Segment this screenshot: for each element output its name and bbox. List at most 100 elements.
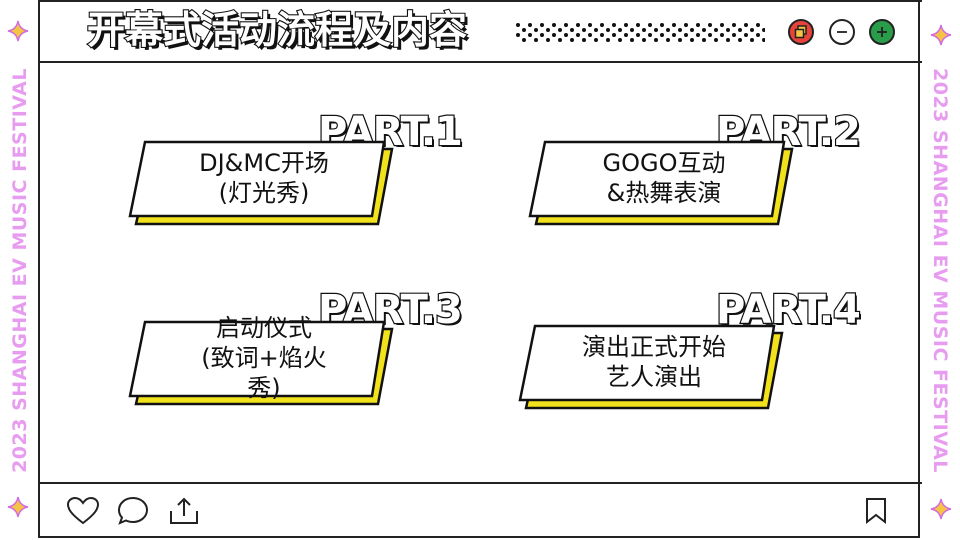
pattern-dot	[540, 23, 544, 27]
pattern-dot	[570, 38, 574, 42]
pattern-dot	[588, 33, 592, 37]
pattern-dot	[594, 38, 598, 42]
pattern-dot	[744, 23, 748, 27]
part-1-card: DJ&MC开场 (灯光秀)	[128, 140, 398, 226]
pattern-dot	[546, 28, 550, 32]
side-caption-right-text: 2023 SHANGHAI EV MUSIC FESTIVAL	[929, 67, 951, 473]
pattern-dot	[564, 33, 568, 37]
part-4-card: 演出正式开始 艺人演出	[518, 324, 788, 410]
pattern-dot	[528, 23, 532, 27]
pattern-dot	[690, 38, 694, 42]
add-button[interactable]	[869, 19, 895, 45]
sparkle-icon	[930, 24, 952, 46]
pattern-dot	[702, 38, 706, 42]
pattern-dot	[660, 23, 664, 27]
pattern-dot	[522, 38, 526, 42]
minimize-button[interactable]	[829, 19, 855, 45]
pattern-dot	[684, 23, 688, 27]
pattern-dot	[666, 38, 670, 42]
comment-icon[interactable]	[117, 496, 149, 526]
part-1-text: DJ&MC开场 (灯光秀)	[199, 149, 329, 207]
pattern-dot	[744, 33, 748, 37]
pattern-dot	[660, 33, 664, 37]
share-icon[interactable]	[168, 496, 200, 526]
pattern-dot	[678, 28, 682, 32]
pattern-dot	[558, 38, 562, 42]
pattern-dot	[630, 28, 634, 32]
pattern-dot	[612, 23, 616, 27]
pattern-dot	[516, 23, 520, 27]
pattern-dot	[618, 38, 622, 42]
pattern-dot	[732, 23, 736, 27]
part-3-text: 启动仪式 (致词+焰火 秀)	[201, 314, 327, 402]
pattern-dot	[636, 33, 640, 37]
restore-button[interactable]	[788, 19, 814, 45]
pattern-dot	[624, 33, 628, 37]
restore-icon	[794, 25, 807, 39]
window-frame	[38, 0, 920, 538]
pattern-dot	[642, 38, 646, 42]
pattern-dot	[690, 28, 694, 32]
add-icon	[877, 27, 887, 37]
card-shape	[128, 320, 394, 406]
pattern-dot	[624, 23, 628, 27]
pattern-dot	[576, 33, 580, 37]
pattern-dot	[738, 28, 742, 32]
pattern-dot	[552, 23, 556, 27]
pattern-dot	[612, 33, 616, 37]
pattern-dot	[696, 23, 700, 27]
pattern-dot	[522, 28, 526, 32]
pattern-dot	[714, 28, 718, 32]
pattern-dot	[726, 38, 730, 42]
pattern-dot	[708, 23, 712, 27]
pattern-dot	[618, 28, 622, 32]
pattern-dot	[756, 23, 760, 27]
pattern-dot	[648, 23, 652, 27]
sparkle-icon	[7, 20, 29, 42]
pattern-dot	[678, 38, 682, 42]
pattern-dot	[684, 33, 688, 37]
pattern-dot	[594, 28, 598, 32]
pattern-dot	[756, 33, 760, 37]
pattern-dot	[702, 28, 706, 32]
pattern-dot	[648, 33, 652, 37]
sparkle-icon	[930, 498, 952, 520]
part-3-card: 启动仪式 (致词+焰火 秀)	[128, 314, 398, 406]
action-bar-divider	[38, 482, 922, 484]
pattern-dot	[606, 38, 610, 42]
pattern-dot	[672, 23, 676, 27]
pattern-dot	[732, 33, 736, 37]
card-shape	[528, 140, 794, 226]
pattern-dot	[564, 23, 568, 27]
part-2-text: GOGO互动 &热舞表演	[602, 149, 726, 207]
pattern-dot	[552, 33, 556, 37]
side-caption-right: 2023 SHANGHAI EV MUSIC FESTIVAL	[920, 0, 960, 540]
minimize-icon	[837, 31, 847, 33]
pattern-dot	[750, 28, 754, 32]
bookmark-icon[interactable]	[864, 496, 888, 526]
pattern-dot	[606, 28, 610, 32]
pattern-dot	[726, 28, 730, 32]
pattern-dot	[708, 33, 712, 37]
pattern-dot	[540, 33, 544, 37]
pattern-dot	[630, 38, 634, 42]
pattern-dot	[600, 23, 604, 27]
heart-icon[interactable]	[66, 496, 100, 526]
pattern-dot	[720, 23, 724, 27]
sparkle-icon	[7, 496, 29, 518]
pattern-dot	[588, 23, 592, 27]
card-shape	[518, 324, 784, 410]
pattern-dot	[534, 28, 538, 32]
part-2-card: GOGO互动 &热舞表演	[528, 140, 798, 226]
pattern-dot	[762, 28, 765, 32]
pattern-dot	[738, 38, 742, 42]
dot-pattern	[516, 23, 765, 42]
pattern-dot	[570, 28, 574, 32]
pattern-dot	[696, 33, 700, 37]
pattern-dot	[558, 28, 562, 32]
pattern-dot	[528, 33, 532, 37]
part-4-text: 演出正式开始 艺人演出	[582, 333, 726, 391]
pattern-dot	[642, 28, 646, 32]
pattern-dot	[762, 38, 765, 42]
pattern-dot	[750, 38, 754, 42]
